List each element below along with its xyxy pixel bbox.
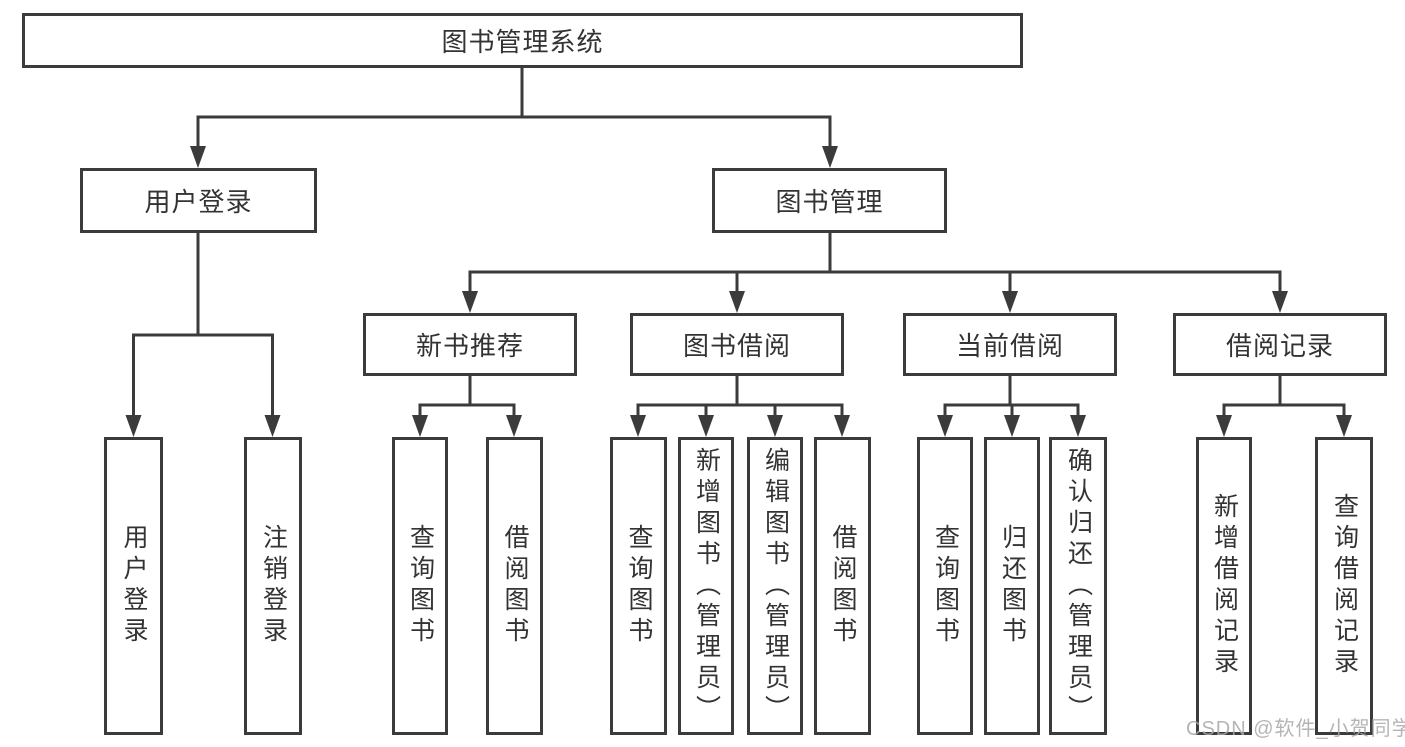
node-root: 图书管理系统 — [22, 13, 1023, 68]
leaf-newbook-borrow: 借阅图书 — [486, 437, 543, 735]
arrowheads — [125, 146, 1352, 437]
node-new-book-recommend: 新书推荐 — [363, 313, 577, 376]
leaf-user-login: 用户登录 — [104, 437, 163, 735]
node-current-borrowing: 当前借阅 — [903, 313, 1117, 376]
leaf-records-query: 查询借阅记录 — [1315, 437, 1373, 735]
leaf-newbook-query: 查询图书 — [392, 437, 448, 735]
leaf-borrow-edit-admin: 编辑图书（管理员） — [747, 437, 803, 735]
leaf-borrow-borrow: 借阅图书 — [814, 437, 871, 735]
leaf-records-add: 新增借阅记录 — [1196, 437, 1252, 735]
node-borrowing-records: 借阅记录 — [1173, 313, 1387, 376]
csdn-watermark: CSDN @软件_小贺同学 — [1186, 718, 1405, 740]
leaf-borrow-add-admin: 新增图书（管理员） — [678, 437, 734, 735]
node-book-borrowing: 图书借阅 — [630, 313, 844, 376]
leaf-logout: 注销登录 — [244, 437, 302, 735]
node-book-management: 图书管理 — [712, 168, 947, 233]
leaf-current-query: 查询图书 — [917, 437, 973, 735]
leaf-current-return: 归还图书 — [984, 437, 1040, 735]
leaf-current-confirm-admin: 确认归还（管理员） — [1049, 437, 1107, 735]
node-user-login-group: 用户登录 — [80, 168, 317, 233]
leaf-borrow-query: 查询图书 — [610, 437, 667, 735]
